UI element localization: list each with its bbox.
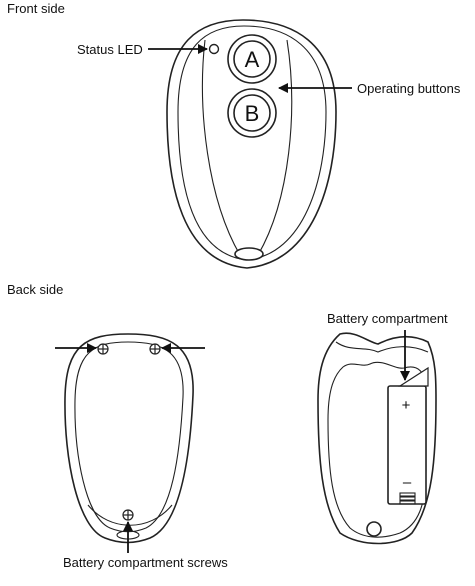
open-remote-inner-rim xyxy=(327,361,427,538)
open-remote xyxy=(317,332,437,545)
open-remote-top-lip xyxy=(335,341,429,353)
screw-icon xyxy=(97,343,109,355)
status-led-icon xyxy=(208,43,220,55)
button-a-outer-ring xyxy=(227,34,277,84)
battery-spring-1 xyxy=(399,492,416,497)
battery-plus-sign: + xyxy=(402,397,411,414)
button-b-inner-ring xyxy=(233,94,271,132)
open-remote-screw-hole xyxy=(366,521,382,537)
button-a-inner-ring xyxy=(233,40,271,78)
battery-spring-3 xyxy=(399,500,416,505)
operating-buttons-label: Operating buttons xyxy=(357,81,461,96)
button-a: A xyxy=(245,47,260,72)
battery-slot-tab xyxy=(397,366,429,387)
button-b-outer-ring xyxy=(227,88,277,138)
status-led-label: Status LED xyxy=(77,42,143,57)
battery-compartment-label: Battery compartment xyxy=(327,311,448,326)
front-side-heading: Front side xyxy=(7,1,65,16)
front-remote-outer-shell xyxy=(166,19,337,269)
front-remote-right-ridge xyxy=(257,39,293,256)
screw-icon xyxy=(149,343,161,355)
battery-spring-2 xyxy=(399,496,416,501)
front-remote-left-ridge xyxy=(201,39,241,256)
button-b: B xyxy=(245,101,260,126)
back-side-heading: Back side xyxy=(7,282,64,297)
screw-icon xyxy=(122,509,134,521)
keyring-hole xyxy=(234,247,264,261)
battery-compartment-screws-label: Battery compartment screws xyxy=(63,555,228,570)
front-remote xyxy=(166,19,337,269)
battery-minus-sign: – xyxy=(403,474,412,491)
